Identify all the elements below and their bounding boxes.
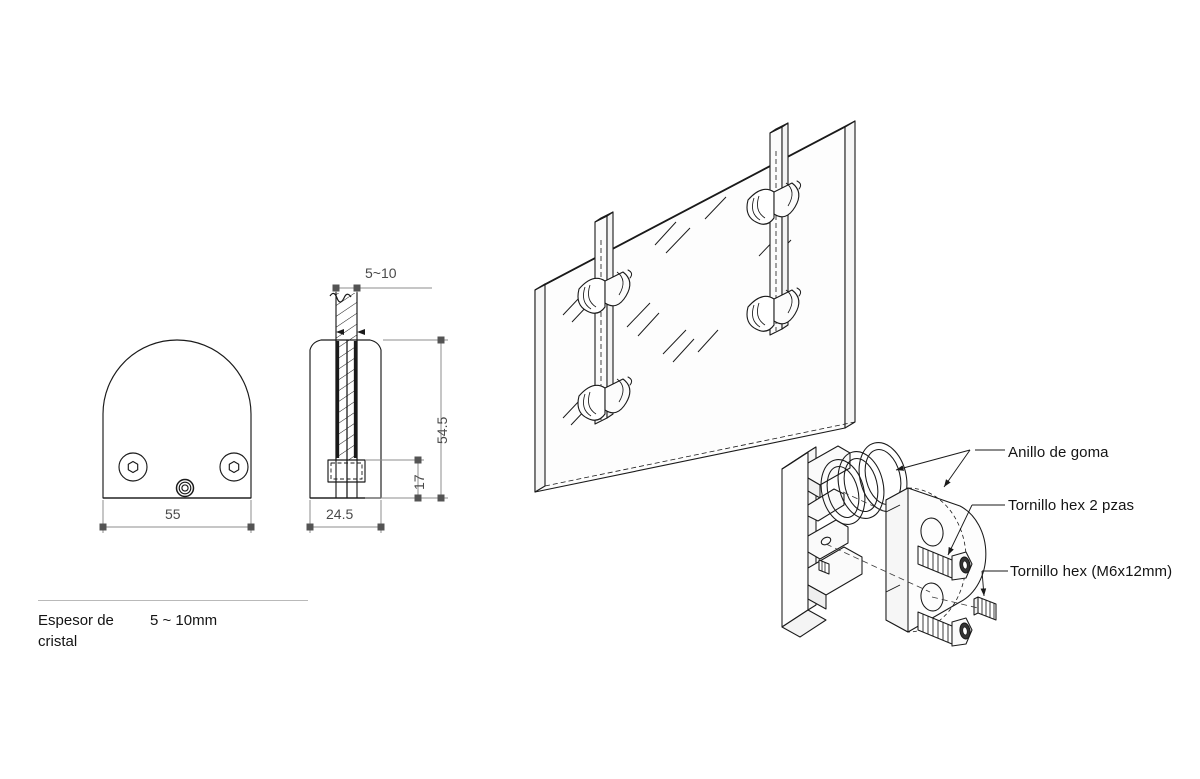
label-tornillo-hex-m6x12: Tornillo hex (M6x12mm) <box>1010 563 1173 580</box>
notes-table: Espesor de cristal 5 ~ 10mm <box>38 600 308 653</box>
dim-label-54-5: 54.5 <box>434 416 450 444</box>
exploded-view-group <box>781 442 1008 647</box>
center-hole-mid <box>178 481 192 495</box>
front-view-outline <box>102 339 252 499</box>
hex-socket-right-outer <box>219 452 249 482</box>
glass-panel-left-edge <box>534 283 546 493</box>
post-left-top <box>594 211 614 223</box>
glass-hatch-lower <box>336 340 357 460</box>
hex-socket-right-hex <box>228 460 240 474</box>
clamp-iso-3 <box>746 180 802 225</box>
leader-tornilloM6-arrow <box>980 570 987 597</box>
dim-label-24-5: 24.5 <box>326 506 354 522</box>
tick-55-left <box>99 523 107 531</box>
bracket-back-face <box>781 451 809 628</box>
counterbore-upper <box>920 517 944 547</box>
notes-value: 5 ~ 10mm <box>150 612 218 629</box>
hex-screw-lower <box>917 611 973 647</box>
post-right-top <box>769 122 789 134</box>
front-plate-notch-2 <box>885 584 901 593</box>
center-hole-outer <box>175 478 195 498</box>
glass-panel-hidden-bottom <box>544 421 856 487</box>
dim-label-17: 17 <box>411 474 427 490</box>
front-view-group <box>102 339 252 499</box>
bracket-hole <box>820 536 832 546</box>
leader-anillo-a <box>895 449 971 471</box>
stud-small <box>818 559 830 575</box>
screw-boss-hidden <box>330 462 363 480</box>
clamp-iso-2 <box>577 376 633 421</box>
rubber-ring-1 <box>820 459 866 525</box>
tick-5-10-left <box>332 284 340 292</box>
glass-break-line <box>329 292 352 303</box>
center-hole-inner <box>181 484 189 492</box>
bracket-foot-edge <box>807 584 827 610</box>
front-plate-notch-1 <box>885 504 901 513</box>
tick-54-5-bottom <box>437 494 445 502</box>
hex-socket-left-outer <box>118 452 148 482</box>
tick-5-10-right <box>353 284 361 292</box>
hex-screw-upper <box>917 545 973 581</box>
tick-24-5-left <box>306 523 314 531</box>
screw-boss <box>327 459 366 483</box>
leader-anillo-b <box>943 449 971 488</box>
side-view-group <box>309 292 382 499</box>
tick-17-bottom <box>414 494 422 502</box>
label-tornillo-hex-2-pzas: Tornillo hex 2 pzas <box>1008 497 1135 514</box>
glass-panel-right-edge <box>844 120 856 429</box>
leader-lines <box>895 449 1008 597</box>
dim-label-55: 55 <box>165 506 181 522</box>
assembly-axis-lines <box>825 491 979 609</box>
dim-label-5-10: 5~10 <box>365 265 397 281</box>
rubber-ring-2 <box>837 451 885 519</box>
tick-24-5-right <box>377 523 385 531</box>
glass-hatch-upper <box>336 293 357 340</box>
bracket-bottom <box>781 609 827 638</box>
clamp-iso-1 <box>577 269 633 314</box>
notes-row: Espesor de cristal 5 ~ 10mm <box>38 610 308 653</box>
clamp-iso-4 <box>746 287 802 332</box>
tick-17-top <box>414 456 422 464</box>
tick-55-right <box>247 523 255 531</box>
notes-rule <box>38 600 308 601</box>
dimension-group <box>99 284 448 533</box>
counterbore-lower <box>920 582 944 612</box>
leader-tornillo2-arrow <box>947 504 973 556</box>
iso-view-group <box>534 120 856 493</box>
front-plate-left-edge <box>885 487 909 633</box>
hex-screw-short-m6 <box>973 596 997 621</box>
tick-54-5-top <box>437 336 445 344</box>
notes-key: Espesor de cristal <box>38 612 114 651</box>
bracket-mid-rib <box>807 488 845 522</box>
hex-socket-left-hex <box>127 460 139 474</box>
label-anillo-de-goma: Anillo de goma <box>1008 444 1109 461</box>
